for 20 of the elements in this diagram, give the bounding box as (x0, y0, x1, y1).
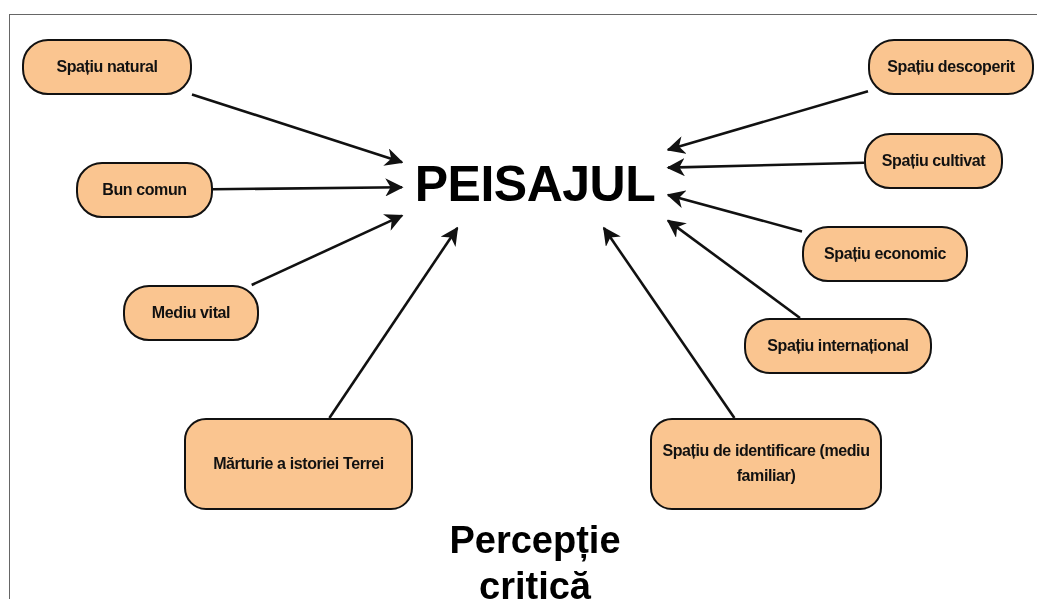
concept-box: Spațiu natural (22, 39, 192, 95)
arrow (213, 178, 404, 197)
concept-box: Spațiu internațional (744, 318, 932, 374)
main-title: PEISAJUL (414, 155, 656, 213)
arrow (328, 226, 459, 419)
arrow (666, 90, 869, 154)
arrow (666, 219, 801, 320)
concept-box: Mediu vital (123, 285, 259, 341)
arrow (251, 214, 404, 287)
arrow (602, 226, 736, 419)
concept-box: Mărturie a istoriei Terrei (184, 418, 413, 510)
concept-box: Bun comun (76, 162, 213, 218)
arrow (191, 93, 404, 166)
concept-box: Spațiu de identificare (mediu familiar) (650, 418, 882, 510)
arrow (666, 158, 865, 177)
concept-box: Spațiu descoperit (868, 39, 1034, 95)
concept-box: Spațiu economic (802, 226, 968, 282)
note-text: Percepție critică (448, 518, 622, 599)
concept-box: Spațiu cultivat (864, 133, 1003, 189)
arrow (666, 190, 803, 233)
